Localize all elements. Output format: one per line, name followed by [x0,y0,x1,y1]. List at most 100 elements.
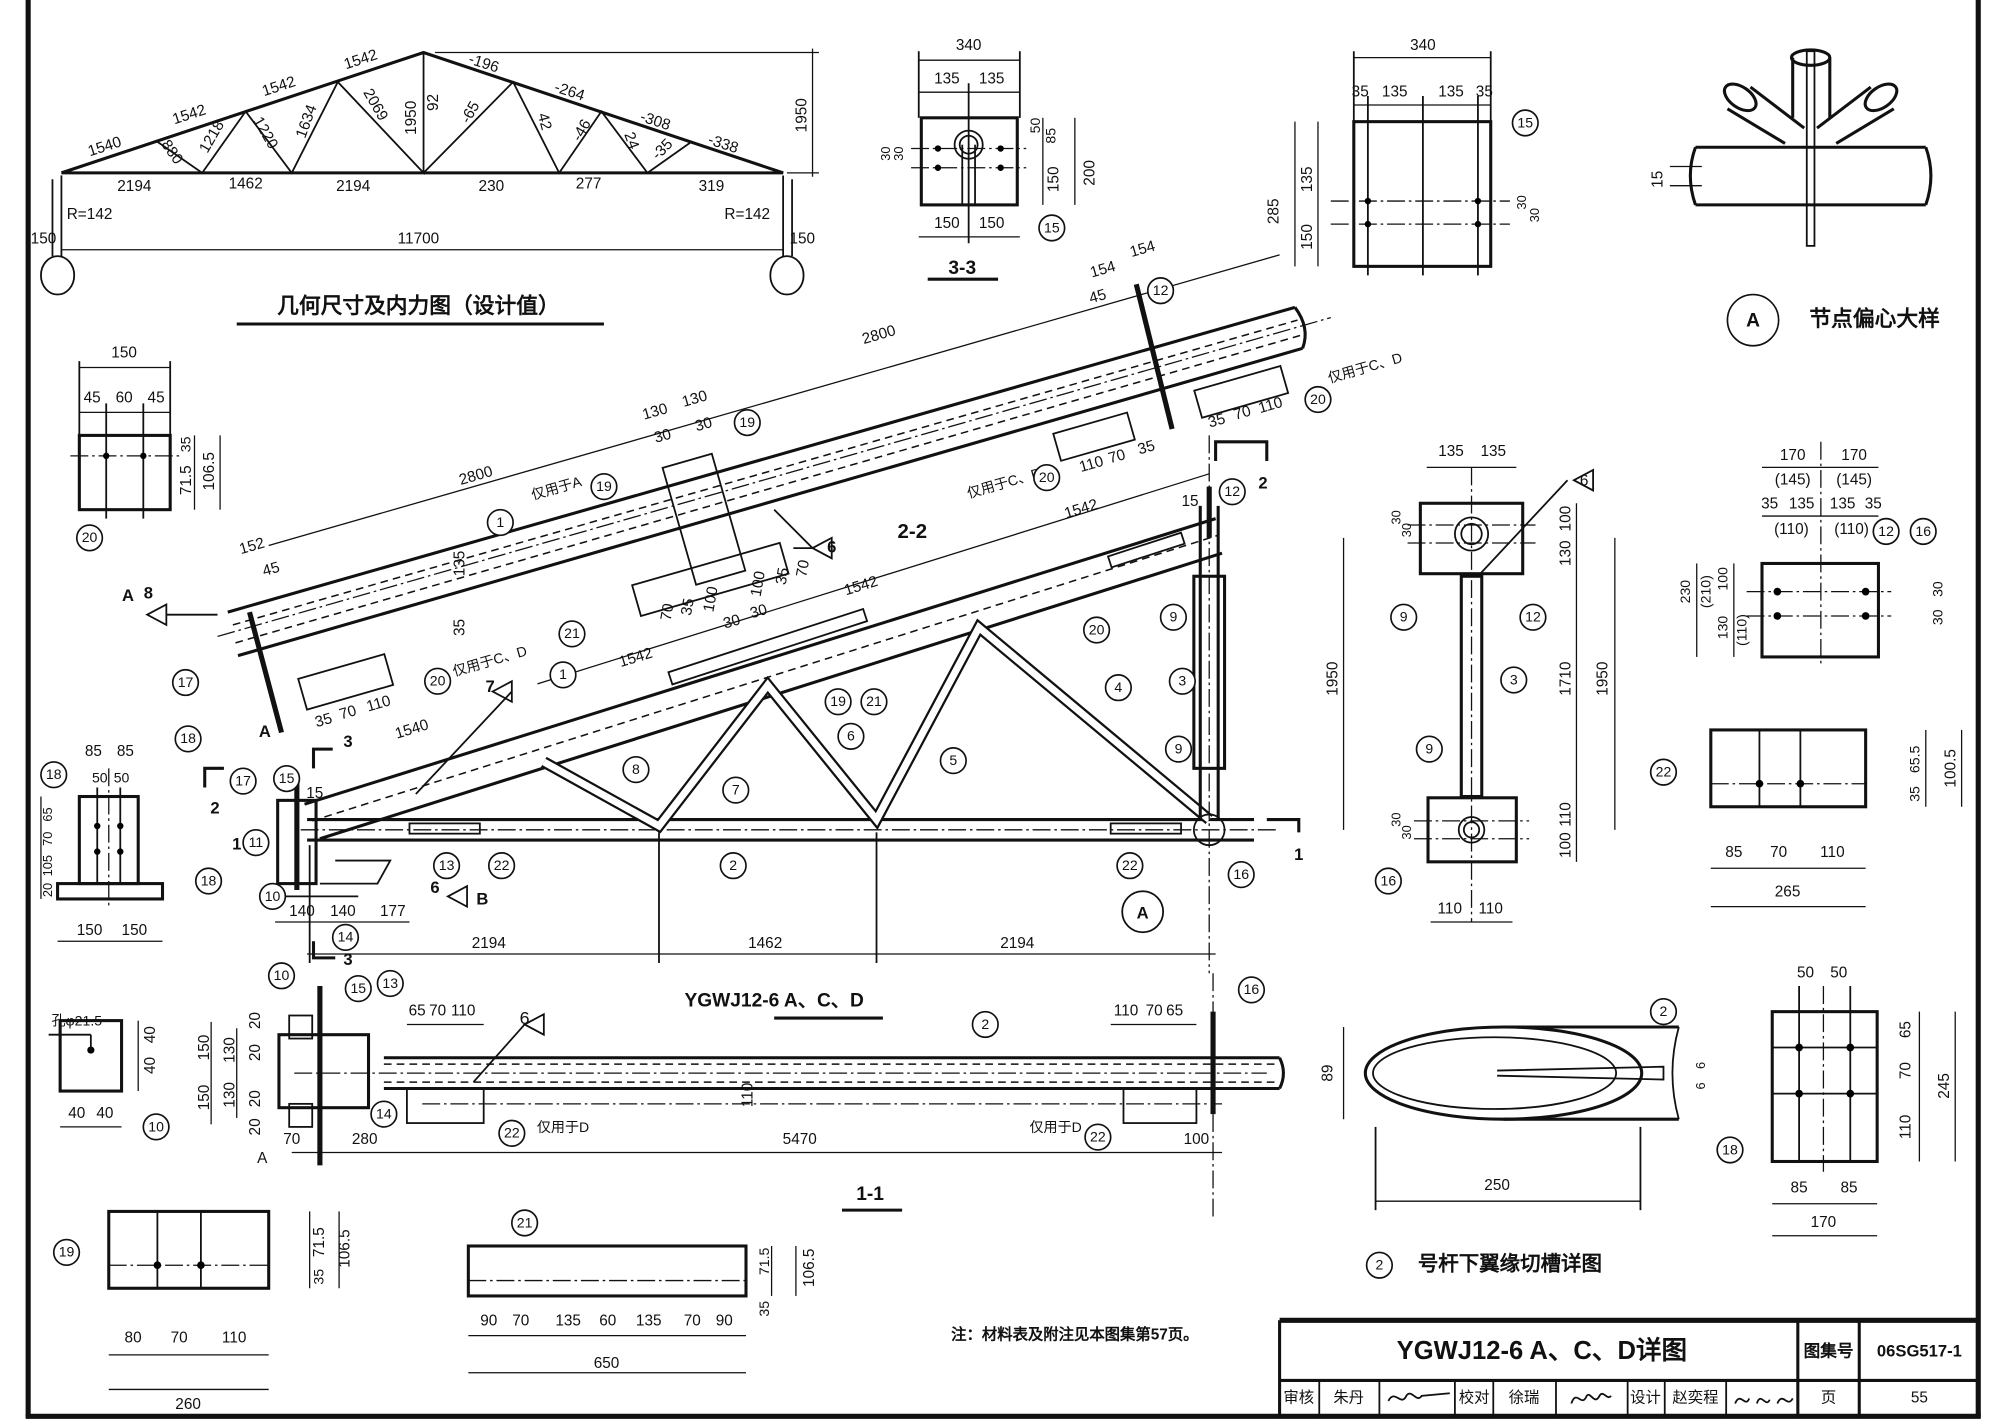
dimension-label: 70 [512,1313,529,1330]
sheet-frame [25,0,1981,1419]
dimension-label: 150 [31,231,57,248]
balloon-number: 14 [338,929,354,945]
elevation-title: YGWJ12-6 A、C、D [684,990,864,1011]
dimension-label: 65.5 [1906,746,1922,774]
dimension-label: 24 [620,130,642,152]
section-marker: B [476,890,488,909]
dimension-label: 106.5 [201,452,218,490]
part-number-balloon [174,725,202,753]
balloon-number: 19 [739,414,755,430]
dimension-label: 177 [380,903,406,920]
balloon-number: 2 [1375,1257,1383,1273]
dimension-label: 20 [247,1118,264,1135]
part-number-balloon [370,1100,398,1128]
dimension-label: 2800 [860,322,898,348]
dimension-label: 150 [196,1035,213,1061]
atlas-number: 06SG517-1 [1877,1342,1962,1361]
dimension-label: 65 [40,807,55,821]
part-number-balloon [1304,385,1332,414]
dimension-label: 35 [1352,83,1369,100]
balloon-number: 12 [1878,523,1894,539]
dimension-label: R=142 [67,206,113,223]
dimension-label: 150 [1299,224,1316,250]
balloon-circle [174,725,202,753]
dimension-label: 71.5 [756,1247,772,1275]
part-number-balloon [171,668,200,697]
dimension-label: 92 [425,94,442,111]
dimension-label: 110 [1557,802,1574,827]
balloon-circle [1104,674,1132,702]
reviewer-signature [1387,1392,1450,1402]
truss-force-diagram [40,48,819,326]
part-number-balloon [1104,674,1132,702]
balloon-circle [423,667,452,695]
balloon-circle [1511,109,1539,137]
dimension-label: -46 [569,117,595,145]
balloon-circle [590,472,618,501]
dimension-label: 1220 [249,114,281,152]
dimension-label: 1634 [293,102,321,140]
checker-signature [1570,1392,1612,1404]
part-number-balloon [1716,1136,1744,1164]
dimension-label: 1218 [196,118,228,156]
part-number-balloon [1519,603,1547,631]
dimension-label: 140 [289,903,315,920]
dimension-label: 70 [171,1329,188,1346]
part-number-balloon [971,1010,999,1039]
dimension-label: 100 [1714,567,1730,591]
part-number-balloon [590,472,618,501]
plate-12-16-detail [1696,441,1892,666]
dimension-label: 1540 [86,133,124,160]
dimension-label: 245 [1936,1073,1953,1099]
dimension-label: 135 [934,70,960,87]
balloon-number: 22 [1090,1129,1106,1145]
detail-title: 节点偏心大样 [1809,306,1939,331]
balloon-circle [229,767,257,795]
support-roller-left [40,255,76,296]
balloon-number: 15 [279,770,295,786]
dimension-label: 100.5 [1942,749,1959,787]
section-marker: 2 [1258,473,1267,492]
balloon-number: 20 [430,673,446,689]
dimension-label: -65 [458,99,484,127]
part-number-balloon [1237,976,1266,1004]
balloon-number: 16 [1244,981,1260,997]
dimension-label: 106.5 [801,1249,818,1287]
dimension-label: 90 [716,1313,733,1330]
balloon-number: 20 [1039,469,1055,485]
dimension-label: -35 [649,136,677,164]
balloon-number: 1 [559,666,567,682]
dimension-label: 110 [451,1003,475,1020]
dimension-label: 70 [658,602,678,622]
dimension-label: 110 [1077,453,1105,476]
dimension-label: 30 [652,426,673,447]
dimension-label: 2194 [1000,935,1035,952]
balloon-number: 18 [46,766,62,782]
part-number-balloon [423,667,452,695]
dimension-label: 150 [196,1085,213,1111]
dimension-label: R=142 [724,206,770,223]
dimension-label: 65 [409,1003,426,1020]
weld-size: 6 [1580,473,1589,490]
part-number-balloon [549,661,577,689]
balloon-number: 10 [265,888,281,904]
balloon-circle [487,852,516,880]
part-number-balloon [258,882,287,911]
balloon-number: 22 [1122,857,1138,873]
balloon-number: 17 [178,674,194,690]
dimension-label: 35 [1761,496,1778,513]
balloon-circle [1390,603,1418,631]
section-marker: 1 [1294,845,1303,864]
balloon-number: 22 [504,1125,520,1141]
web-members [541,618,1213,834]
dimension-label: 6 [1693,1082,1708,1089]
part-number-balloon [1033,464,1061,492]
section-marker: 8 [144,584,153,603]
balloon-circle [549,661,577,689]
dimension-label: 135 [1299,166,1316,192]
balloon-number: 19 [59,1244,75,1260]
plate-21-detail [466,1244,797,1374]
balloon-number: 16 [1381,872,1397,888]
balloon-number: 2 [729,857,737,873]
part-number-balloon [1909,517,1937,546]
